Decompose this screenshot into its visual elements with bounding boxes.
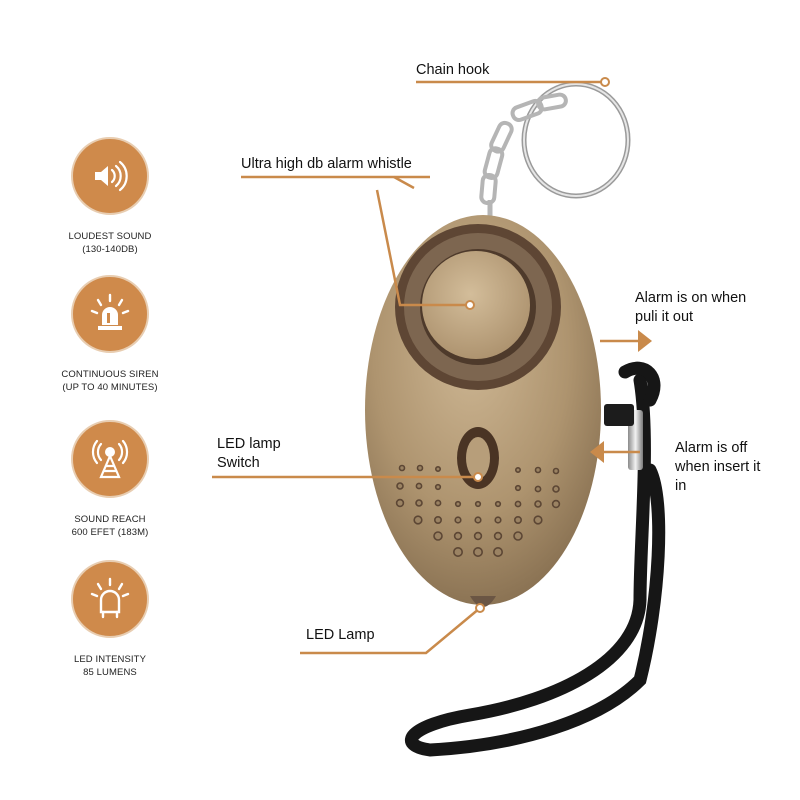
callout-line: Alarm is on when bbox=[635, 290, 747, 306]
arrow-left-icon bbox=[590, 441, 604, 463]
callout-line: when insert it bbox=[675, 459, 761, 475]
callout-line: Alarm is off bbox=[675, 440, 748, 456]
callout-line: Switch bbox=[217, 455, 260, 471]
callout-line: LED lamp bbox=[217, 436, 281, 452]
feature-title: SOUND REACH bbox=[74, 514, 146, 525]
feature-title: LOUDEST SOUND bbox=[68, 231, 152, 242]
feature-value: 85 LUMENS bbox=[83, 667, 137, 678]
speaker bbox=[395, 224, 561, 390]
feature-sound-reach: SOUND REACH 600 EFET (183M) bbox=[40, 420, 180, 539]
speaker-icon bbox=[71, 137, 149, 215]
feature-loudest-sound: LOUDEST SOUND (130-140DB) bbox=[40, 137, 180, 256]
callout-alarm-off: Alarm is off when insert it in bbox=[675, 439, 760, 496]
feature-title: CONTINUOUS SIREN bbox=[61, 369, 159, 380]
callout-led-lamp: LED Lamp bbox=[306, 627, 375, 643]
callout-alarm-whistle: Ultra high db alarm whistle bbox=[241, 156, 412, 172]
led-switch bbox=[457, 427, 499, 489]
leader-dots bbox=[465, 77, 610, 613]
arrow-right-icon bbox=[638, 330, 652, 352]
callout-line: in bbox=[675, 478, 687, 494]
lamp-icon bbox=[71, 560, 149, 638]
feature-value: (130-140DB) bbox=[82, 244, 138, 255]
feature-continuous-siren: CONTINUOUS SIREN (UP TO 40 MINUTES) bbox=[40, 275, 180, 394]
callout-line: puli it out bbox=[635, 309, 694, 325]
callout-chain-hook: Chain hook bbox=[416, 62, 490, 78]
sound-holes bbox=[395, 464, 561, 557]
leader-lines bbox=[212, 80, 640, 655]
tower-icon bbox=[71, 420, 149, 498]
feature-title: LED INTENSITY bbox=[73, 654, 147, 665]
siren-icon bbox=[71, 275, 149, 353]
feature-value: 600 EFET (183M) bbox=[71, 527, 149, 538]
feature-value: (UP TO 40 MINUTES) bbox=[62, 382, 158, 393]
feature-led-intensity: LED INTENSITY 85 LUMENS bbox=[40, 560, 180, 679]
chain bbox=[479, 92, 568, 218]
lanyard bbox=[405, 361, 666, 757]
callout-led-switch: LED lamp Switch bbox=[217, 435, 281, 473]
callout-alarm-on: Alarm is on when puli it out bbox=[635, 289, 746, 327]
key-ring bbox=[521, 81, 631, 199]
